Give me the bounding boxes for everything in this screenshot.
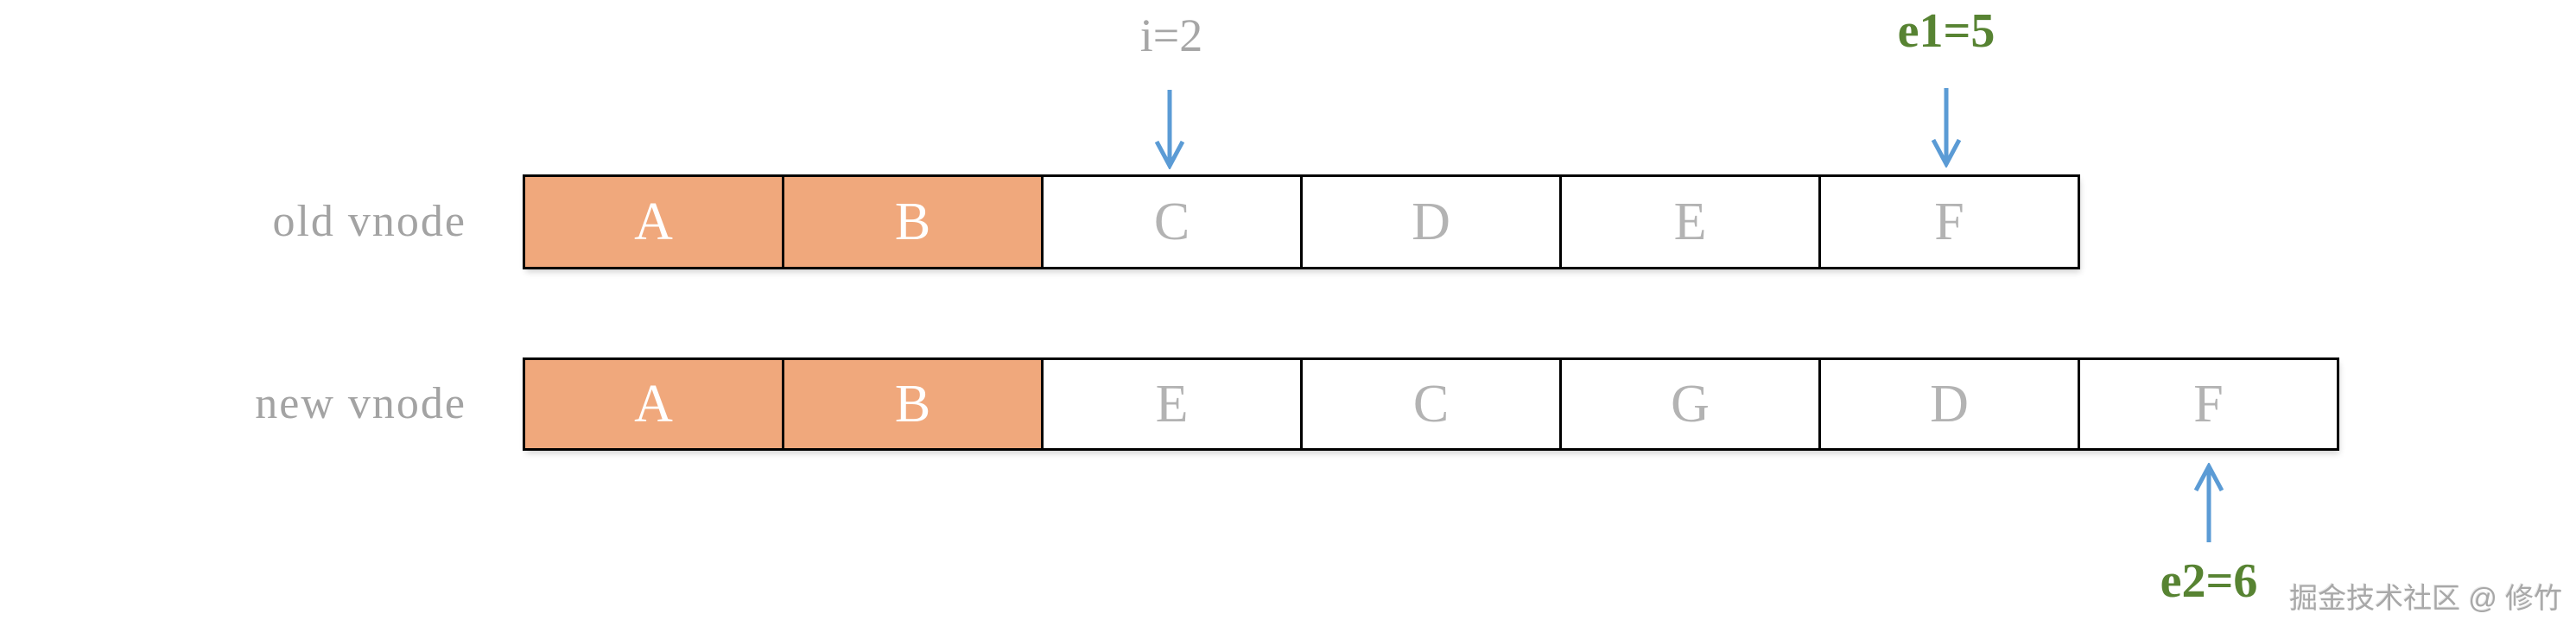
new-vnode-cell-G: G bbox=[1562, 360, 1821, 448]
row-label-new-vnode: new vnode bbox=[255, 379, 466, 428]
new-vnode-row: A B E C G D F bbox=[523, 357, 2339, 451]
old-vnode-cell-D: D bbox=[1303, 177, 1562, 267]
arrow-down-i-icon bbox=[1151, 88, 1189, 169]
pointer-e1-label: e1=5 bbox=[1897, 4, 1995, 58]
row-label-old-vnode: old vnode bbox=[272, 197, 466, 246]
new-vnode-cell-B: B bbox=[784, 360, 1044, 448]
arrow-down-e1-icon bbox=[1927, 86, 1965, 168]
watermark: 掘金技术社区 @ 修竹 bbox=[2289, 582, 2562, 614]
new-vnode-cell-A: A bbox=[525, 360, 784, 448]
arrow-up-e2-icon bbox=[2190, 463, 2228, 544]
new-vnode-cell-C: C bbox=[1303, 360, 1562, 448]
old-vnode-row: A B C D E F bbox=[523, 174, 2080, 269]
new-vnode-cell-F: F bbox=[2080, 360, 2337, 448]
new-vnode-cell-D: D bbox=[1821, 360, 2080, 448]
old-vnode-cell-C: C bbox=[1044, 177, 1303, 267]
old-vnode-cell-B: B bbox=[784, 177, 1044, 267]
pointer-e2-label: e2=6 bbox=[2160, 554, 2258, 608]
old-vnode-cell-E: E bbox=[1562, 177, 1821, 267]
old-vnode-cell-F: F bbox=[1821, 177, 2078, 267]
pointer-i-label: i=2 bbox=[1139, 9, 1203, 61]
old-vnode-cell-A: A bbox=[525, 177, 784, 267]
new-vnode-cell-E: E bbox=[1044, 360, 1303, 448]
